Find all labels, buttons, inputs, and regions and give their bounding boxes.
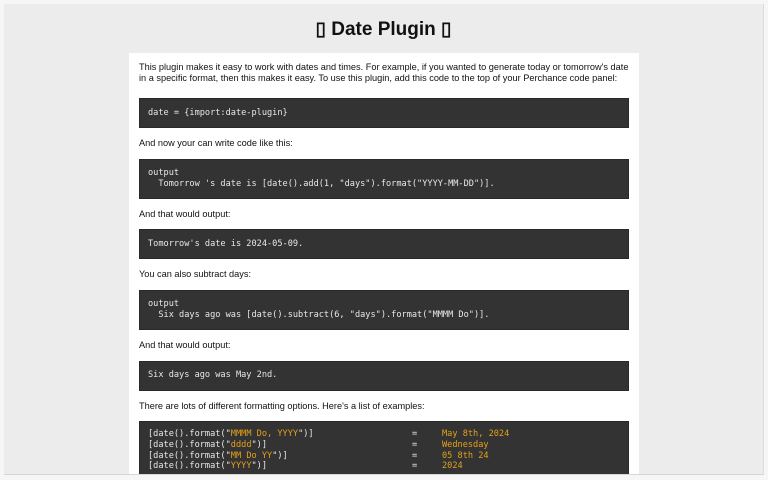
intro-paragraph: This plugin makes it easy to work with d… [139,62,629,83]
format-result: May 8th, 2024 [442,429,510,440]
page-frame: ▯ Date Plugin ▯ This plugin makes it eas… [4,4,764,475]
example1-output: Tomorrow's date is 2024-05-09. [148,239,304,250]
format-pattern: YYYY [230,461,252,472]
format-pattern: MM Do YY [230,450,273,461]
format-row: [date().format("MM Do YY")]=05 8th 24 [148,450,489,461]
example2-code-block[interactable]: output Six days ago was [date().subtract… [139,289,629,330]
formats-label: There are lots of different formatting o… [139,400,425,411]
import-code: date = {import:date-plugin} [148,107,288,118]
format-result: 05 8th 24 [442,450,489,461]
subtract-label: You can also subtract days: [139,269,252,280]
example1-code-block[interactable]: output Tomorrow 's date is [date().add(1… [139,158,629,199]
content-panel: This plugin makes it easy to work with d… [129,53,639,474]
import-code-block[interactable]: date = {import:date-plugin} [139,98,629,129]
formats-code-block[interactable]: [date().format("MMMM Do, YYYY")]=May 8th… [139,421,629,474]
format-pattern: MMMM Do, YYYY [230,429,299,440]
output1-label: And that would output: [139,208,231,219]
example2-code: output Six days ago was [date().subtract… [148,299,490,320]
example1-output-block[interactable]: Tomorrow's date is 2024-05-09. [139,229,629,260]
format-result: Wednesday [442,439,489,450]
write-code-label: And now your can write code like this: [139,138,293,149]
format-row: [date().format("MMMM Do, YYYY")]=May 8th… [148,429,510,440]
format-result: 2024 [442,461,463,472]
example2-output: Six days ago was May 2nd. [148,370,278,381]
output2-label: And that would output: [139,339,231,350]
format-row: [date().format("YYYY")]=2024 [148,461,463,472]
format-row: [date().format("dddd")]=Wednesday [148,439,489,450]
page-title: ▯ Date Plugin ▯ [315,19,452,40]
format-pattern: dddd [230,439,252,450]
example1-code: output Tomorrow 's date is [date().add(1… [148,168,495,189]
example2-output-block[interactable]: Six days ago was May 2nd. [139,360,629,391]
